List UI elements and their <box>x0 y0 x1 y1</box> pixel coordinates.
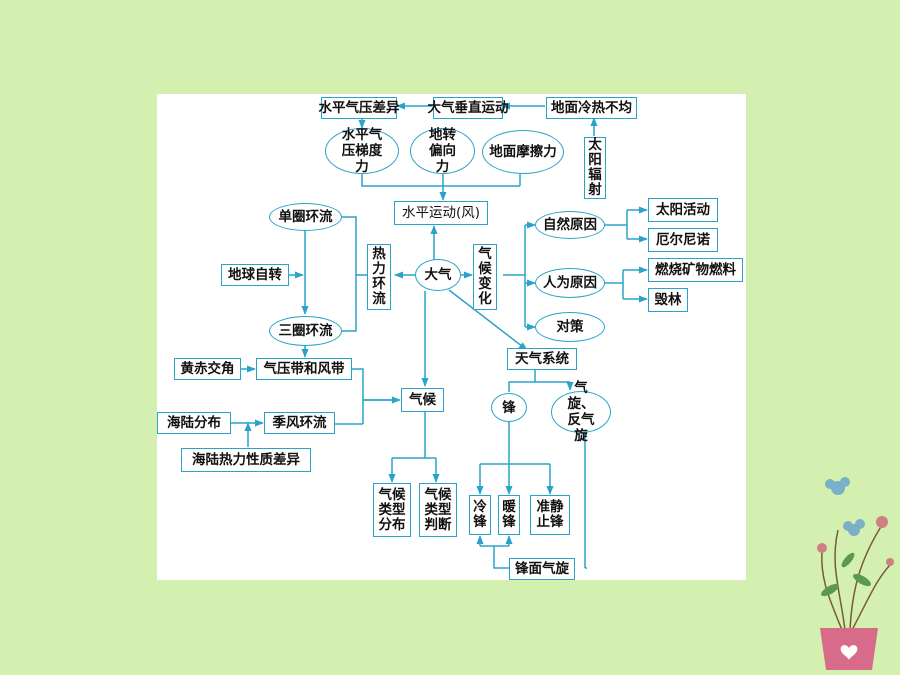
line-qiya-to-qihou <box>352 368 399 424</box>
node-qixuan-fanqixuan: 气旋、反气旋 <box>551 380 611 444</box>
line-forces-merge <box>361 174 521 187</box>
node-dan-quan-huanliu: 单圈环流 <box>269 203 342 231</box>
node-renwei-yuanyin: 人为原因 <box>535 268 605 298</box>
node-lengfeng: 冷锋 <box>469 495 491 535</box>
node-tianqi-xitong: 天气系统 <box>507 348 577 370</box>
concept-map-canvas: 水平气压差异 大气垂直运动 地面冷热不均 太阳辐射 水平气压梯度力 地转偏向力 … <box>157 94 746 580</box>
node-hailu-fenbu: 海陆分布 <box>157 412 231 434</box>
node-ziran-yuanyin: 自然原因 <box>535 211 605 239</box>
flower-pot-decoration-icon <box>817 477 894 670</box>
node-san-quan-huanliu: 三圈环流 <box>269 316 342 346</box>
line-tianqi-branch <box>508 370 570 392</box>
line-renwei-branch <box>605 270 624 299</box>
node-reli-huanliu: 热力环流 <box>367 244 391 310</box>
line-feng-branch <box>480 422 550 465</box>
node-daqi: 大气 <box>415 259 461 291</box>
node-daqi-chuizhi-yundong: 大气垂直运动 <box>428 97 509 119</box>
node-dimian-mocali: 地面摩擦力 <box>482 130 564 174</box>
node-fengmian-qixuan: 锋面气旋 <box>509 558 575 580</box>
node-huilin: 毁林 <box>648 288 688 312</box>
node-eernino: 厄尔尼诺 <box>648 228 718 252</box>
node-shuiping-qiya-tidu-li: 水平气压梯度力 <box>325 127 399 175</box>
node-nuanfeng: 暖锋 <box>498 495 520 535</box>
connector-lines <box>231 102 648 569</box>
node-qihou-leixing-fenbu: 气候类型分布 <box>373 483 411 537</box>
node-taiyang-huodong: 太阳活动 <box>648 198 718 222</box>
node-shuiping-yundong: 水平运动(风) <box>394 201 488 225</box>
node-huangchi-jiaojiao: 黄赤交角 <box>174 358 241 380</box>
node-qihou-bianhua: 气候变化 <box>473 244 497 310</box>
node-qihou-leixing-panduan: 气候类型判断 <box>419 483 457 537</box>
node-hailu-rexingzhi-chayi: 海陆热力性质差异 <box>181 448 311 472</box>
arrow-daqi-to-tianqi <box>448 289 528 351</box>
node-qiyadai-he-fengdai: 气压带和风带 <box>256 358 352 380</box>
line-qhbh-branch <box>503 225 526 327</box>
node-zhunjingzhifeng: 准静止锋 <box>530 495 570 535</box>
node-duice: 对策 <box>535 312 605 342</box>
node-feng: 锋 <box>491 393 527 422</box>
line-circ-to-reli <box>335 216 367 332</box>
node-dizhuan-pianxiang-li: 地转偏向力 <box>410 127 475 175</box>
node-ranshao-kuangwu-ranliao: 燃烧矿物燃料 <box>648 258 743 282</box>
node-dimian-lengre-bujun: 地面冷热不均 <box>546 97 637 119</box>
line-fmqx-branch <box>480 545 509 569</box>
line-ziran-branch <box>605 210 628 239</box>
node-jifeng-huanliu: 季风环流 <box>264 412 335 434</box>
node-diqiu-zizhuan: 地球自转 <box>221 264 289 286</box>
node-taiyang-fushe: 太阳辐射 <box>584 137 606 199</box>
node-shuiping-qiya-chayi: 水平气压差异 <box>319 97 400 119</box>
node-qihou: 气候 <box>401 388 444 412</box>
line-qihou-branch <box>392 412 436 459</box>
